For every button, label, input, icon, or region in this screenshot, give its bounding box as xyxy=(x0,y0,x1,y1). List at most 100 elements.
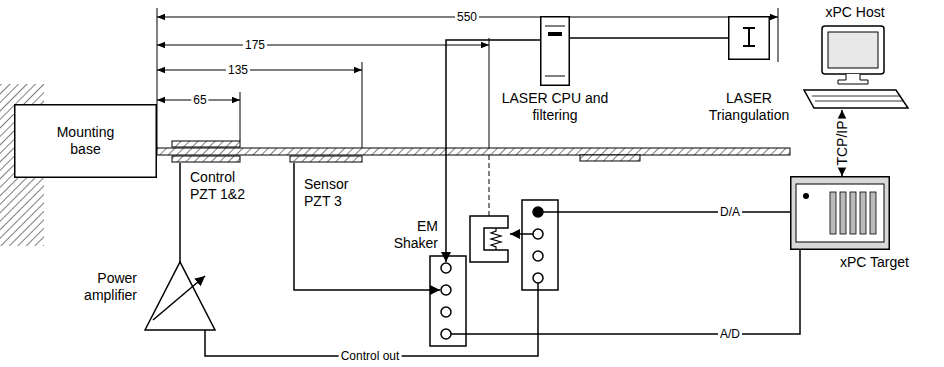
rack-shape xyxy=(791,177,890,250)
terminal-block xyxy=(533,207,543,217)
rack-part xyxy=(796,184,884,242)
signal-wires xyxy=(510,233,533,235)
terminal-block xyxy=(522,200,558,290)
terminal-block xyxy=(522,200,558,290)
tower-part xyxy=(545,76,565,77)
node-label: LASER CPU and filtering xyxy=(500,90,610,124)
mounting-base: Mounting base xyxy=(14,104,157,178)
control-pzt-outline xyxy=(172,141,240,163)
pzt1-part xyxy=(290,156,362,162)
dimension-lines xyxy=(240,92,241,141)
text-holder: Power amplifier xyxy=(61,270,137,304)
box-shape xyxy=(15,105,157,178)
signal-name: Control out xyxy=(339,349,402,363)
amp-part xyxy=(145,262,215,330)
pzt2-part xyxy=(172,141,240,147)
rack-part xyxy=(850,192,856,234)
edge-label: TCP/IP xyxy=(834,118,850,167)
signal-name: A/D xyxy=(718,327,742,341)
laser-cpu-outline xyxy=(540,16,570,86)
node-label: xPC Host xyxy=(800,4,910,21)
rack-part xyxy=(860,192,866,234)
pzt1-shape xyxy=(290,156,362,162)
laser-cpu: LASER CPU and filtering xyxy=(540,16,570,86)
host-computer-outline xyxy=(800,24,910,110)
node-label: EM Shaker xyxy=(384,218,438,252)
text-holder: xPC Target xyxy=(840,254,909,271)
laser-part xyxy=(743,28,755,46)
laser-target-patch xyxy=(580,155,640,161)
rack-part xyxy=(840,192,846,234)
node-label: LASER Triangulation xyxy=(694,90,804,124)
terminal-block xyxy=(430,256,466,346)
computer-part xyxy=(812,96,903,101)
laser-cable xyxy=(570,37,728,39)
computer-part xyxy=(804,90,908,108)
dimension-lines xyxy=(489,155,490,216)
computer-part xyxy=(828,32,878,68)
dimension-value: 550 xyxy=(455,10,479,24)
text-holder: xPC Host xyxy=(800,4,910,21)
signal-name: D/A xyxy=(718,205,742,219)
laser-part xyxy=(729,17,770,60)
node-label: xPC Target xyxy=(840,254,909,271)
signal-wires xyxy=(294,163,440,290)
tower-part xyxy=(548,32,562,36)
pzt2-shape xyxy=(172,141,240,162)
dimension-lines xyxy=(778,8,779,62)
signal-wires xyxy=(543,211,790,213)
em-shaker: EM Shaker xyxy=(470,216,508,262)
shaker-part xyxy=(470,216,508,262)
control-pzt: Control PZT 1&2 xyxy=(172,141,240,163)
rack-part xyxy=(803,193,809,199)
dimension-lines xyxy=(362,62,363,148)
node-label: Control PZT 1&2 xyxy=(190,169,256,203)
cantilever-beam xyxy=(157,148,790,155)
shaker-shape xyxy=(470,216,508,262)
pzt2-part xyxy=(172,156,240,162)
computer-part xyxy=(822,26,884,74)
signal-wires xyxy=(446,40,540,262)
node-label: Sensor PZT 3 xyxy=(304,176,366,210)
node-label: Mounting base xyxy=(46,124,126,158)
terminal-block xyxy=(430,256,466,346)
rack-part xyxy=(830,192,836,234)
terminal-block xyxy=(441,263,451,273)
dimension-lines xyxy=(157,45,489,46)
terminal-block xyxy=(533,251,543,261)
power-amplifier: Power amplifier xyxy=(145,262,215,330)
computer-shape xyxy=(804,26,908,108)
cantilever-beam xyxy=(157,148,790,155)
sensor-pzt-outline xyxy=(290,156,362,163)
rack-part xyxy=(870,192,876,234)
computer-part xyxy=(838,74,868,84)
text-holder: LASER Triangulation xyxy=(694,90,804,124)
laser-head: LASER Triangulation xyxy=(728,16,770,60)
signal-wires xyxy=(205,40,800,356)
dimension-lines xyxy=(489,38,490,148)
power-amplifier-outline xyxy=(145,262,215,330)
terminal-block xyxy=(441,329,451,339)
tower-part xyxy=(545,26,565,27)
node-label: Power amplifier xyxy=(61,270,137,304)
tower-shape xyxy=(541,17,570,86)
dimension-lines xyxy=(157,70,362,71)
target-computer: xPC Target xyxy=(790,176,890,250)
text-holder: Mounting base xyxy=(14,104,157,178)
terminal-block xyxy=(441,307,451,317)
host-computer: xPC Host xyxy=(800,24,910,110)
em-shaker-outline xyxy=(470,216,508,262)
laser-shape xyxy=(729,17,770,60)
rack-part xyxy=(791,177,890,250)
terminal-block xyxy=(533,229,543,239)
laser-target-patch xyxy=(580,155,640,161)
amp-shape xyxy=(145,262,215,330)
sensor-pzt: Sensor PZT 3 xyxy=(290,156,362,163)
tower-part xyxy=(541,17,570,86)
target-computer-outline xyxy=(790,176,890,250)
text-holder: Control PZT 1&2 xyxy=(190,169,256,203)
dimension-value: 175 xyxy=(243,38,267,52)
text-holder: LASER CPU and filtering xyxy=(500,90,610,124)
